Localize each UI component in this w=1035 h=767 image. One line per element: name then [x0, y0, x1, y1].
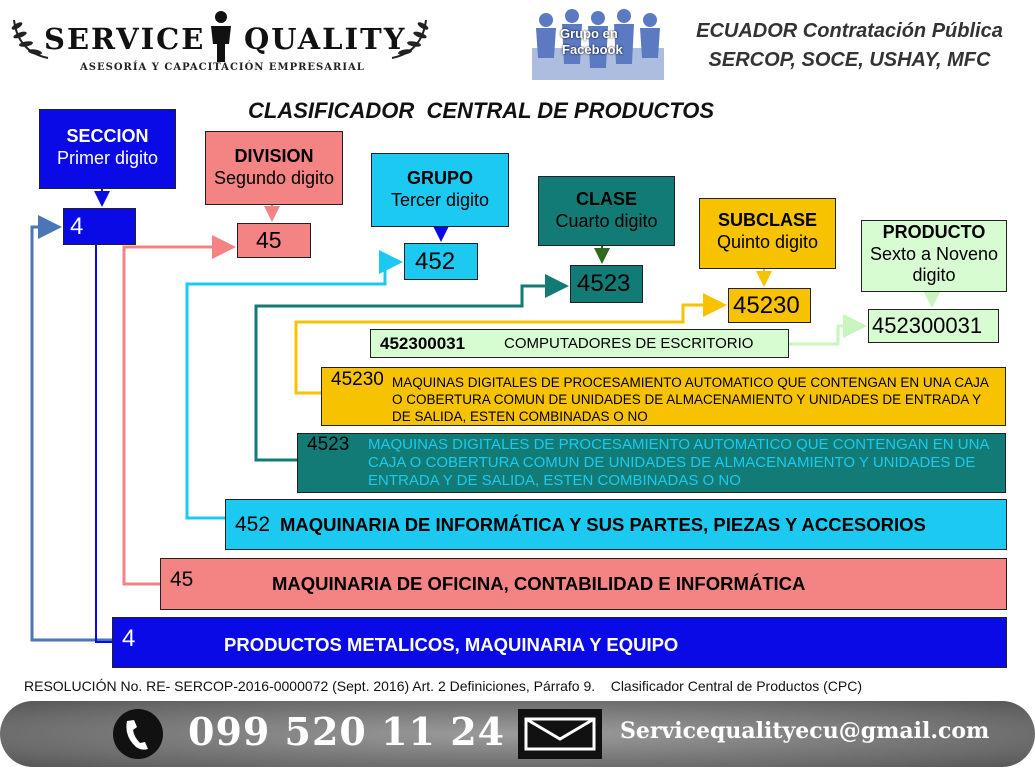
bar-subclase: 45230 MAQUINAS DIGITALES DE PROCESAMIENT…: [321, 367, 1006, 426]
code-clase: 4523: [570, 265, 643, 303]
code-division: 45: [237, 223, 311, 258]
product-row-code: 452300031: [380, 334, 466, 353]
code-producto: 452300031: [868, 309, 999, 343]
bar-clase-label: MAQUINAS DIGITALES DE PROCESAMIENTO AUTO…: [368, 436, 989, 489]
connector-seccion-inner: [95, 244, 112, 643]
header-title-line1: ECUADOR Contratación Pública: [696, 20, 1003, 42]
header-producto-name: PRODUCTO: [882, 222, 986, 242]
person-icon: [211, 11, 231, 62]
header-clase: CLASE Cuarto digito: [538, 176, 675, 246]
bar-seccion-label: PRODUCTOS METALICOS, MAQUINARIA Y EQUIPO: [224, 634, 679, 655]
header-division: DIVISION Segundo digito: [205, 131, 343, 205]
bar-clase-code: 4523: [307, 434, 350, 455]
logo-subtitle: ASESORÍA Y CAPACITACIÓN EMPRESARIAL: [80, 62, 365, 73]
header-division-name: DIVISION: [234, 146, 314, 166]
facebook-label-2: Facebook: [562, 42, 623, 57]
laurel-left-icon: [11, 19, 49, 59]
bar-subclase-label: MAQUINAS DIGITALES DE PROCESAMIENTO AUTO…: [392, 375, 989, 424]
header-division-desc: Segundo digito: [213, 167, 335, 188]
bar-division-code: 45: [170, 568, 194, 591]
header-title: ECUADOR Contratación Pública SERCOP, SOC…: [672, 17, 1027, 75]
phone-number: 099 520 11 24: [188, 709, 506, 754]
connector-seccion-outer: [30, 215, 112, 642]
connector-subclase: [294, 293, 727, 395]
bar-seccion: 4 PRODUCTOS METALICOS, MAQUINARIA Y EQUI…: [112, 617, 1007, 668]
header-grupo-desc: Tercer digito: [390, 189, 490, 210]
header-grupo-name: GRUPO: [406, 168, 473, 188]
connector-grupo: [185, 250, 403, 520]
header-seccion-name: SECCION: [66, 126, 149, 146]
header-seccion: SECCION Primer digito: [39, 109, 176, 189]
header-clase-name: CLASE: [575, 189, 637, 209]
code-subclase: 45230: [728, 288, 811, 323]
product-row-label: COMPUTADORES DE ESCRITORIO: [504, 335, 754, 352]
product-row: 452300031 COMPUTADORES DE ESCRITORIO: [370, 329, 789, 358]
header-subclase-desc: Quinto digito: [716, 231, 819, 252]
bar-subclase-code: 45230: [331, 369, 384, 390]
connector-clase: [254, 274, 569, 462]
header-producto: PRODUCTO Sexto a Noveno digito: [861, 220, 1007, 292]
code-grupo: 452: [404, 243, 478, 280]
bar-clase: 4523 MAQUINAS DIGITALES DE PROCESAMIENTO…: [297, 433, 1006, 493]
bar-seccion-code: 4: [122, 625, 136, 652]
envelope-icon: [518, 709, 602, 759]
logo-left-word: SERVICE: [44, 22, 206, 56]
bar-grupo: 452 MAQUINARIA DE INFORMÁTICA Y SUS PART…: [225, 499, 1007, 550]
header-subclase-name: SUBCLASE: [717, 210, 817, 230]
code-seccion: 4: [63, 208, 136, 245]
phone-icon: [113, 709, 163, 759]
header-producto-desc: Sexto a Noveno digito: [869, 243, 999, 286]
header-seccion-desc: Primer digito: [56, 147, 159, 168]
logo: SERVICE QUALITY ASESORÍA Y CAPACITACIÓN …: [8, 6, 438, 84]
connector-producto: [789, 314, 867, 346]
header-subclase: SUBCLASE Quinto digito: [699, 198, 836, 269]
header-clase-desc: Cuarto digito: [555, 210, 658, 231]
contact-bar: 099 520 11 24 Servicequalityecu@gmail.co…: [0, 701, 1035, 767]
facebook-badge: Grupo en Facebook: [532, 8, 664, 80]
bar-grupo-label: MAQUINARIA DE INFORMÁTICA Y SUS PARTES, …: [280, 514, 926, 535]
bar-grupo-code: 452: [235, 513, 271, 536]
diagram-title: CLASIFICADOR CENTRAL DE PRODUCTOS: [248, 98, 715, 123]
bar-division: 45 MAQUINARIA DE OFICINA, CONTABILIDAD E…: [160, 558, 1007, 610]
bar-division-label: MAQUINARIA DE OFICINA, CONTABILIDAD E IN…: [272, 573, 806, 594]
header-title-line2: SERCOP, SOCE, USHAY, MFC: [708, 49, 991, 71]
header-grupo: GRUPO Tercer digito: [371, 153, 509, 227]
facebook-label-1: Grupo en: [560, 26, 618, 41]
email-address: Servicequalityecu@gmail.com: [620, 718, 990, 744]
people-icon: [532, 9, 664, 80]
connector-division: [122, 235, 236, 586]
resolution-note: RESOLUCIÓN No. RE- SERCOP-2016-0000072 (…: [24, 678, 863, 694]
logo-right-word: QUALITY: [244, 22, 407, 56]
laurel-right-icon: [391, 19, 429, 59]
